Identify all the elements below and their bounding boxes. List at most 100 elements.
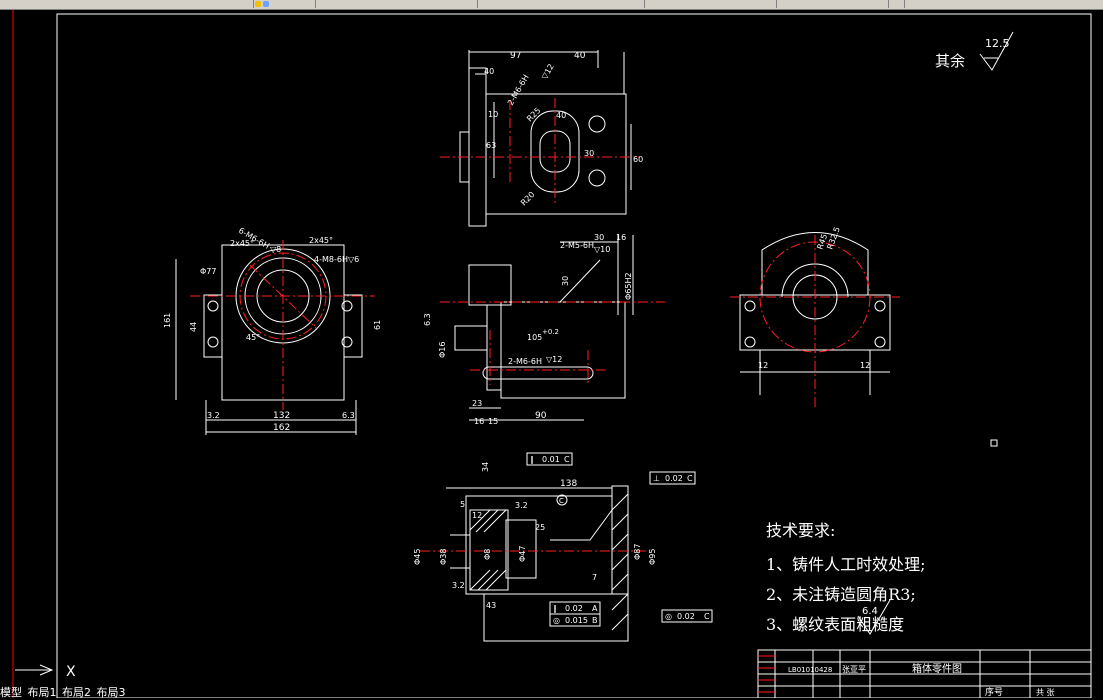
layout-tabs: 模型 布局1 布局2 布局3 (0, 684, 300, 699)
tech-roughness-value: 6.4 (862, 606, 878, 617)
right-view-centerlines (730, 235, 900, 410)
tolerance-frame: ◎ 0.015 B (549, 613, 601, 627)
side-view-centerlines (440, 301, 665, 385)
svg-text:∥: ∥ (553, 604, 557, 613)
section-dim: Φ87 (633, 544, 642, 560)
tech-roughness-symbol (857, 599, 891, 635)
tech-req-item: 1、铸件人工时效处理; (766, 555, 926, 574)
tech-req-item: 3、螺纹表面粗糙度 (766, 615, 904, 634)
side-dim: Φ16 (438, 342, 447, 358)
side-dim: 15 (488, 417, 498, 426)
section-dim: Φ45 (413, 549, 422, 565)
plotstyle-dropdown[interactable] (887, 0, 905, 8)
svg-text:◎: ◎ (553, 616, 560, 625)
svg-text:0.02: 0.02 (677, 612, 695, 621)
top-dim: 2-M6-6H (506, 73, 531, 107)
svg-text:C: C (564, 455, 570, 464)
front-dim: ▽6 (348, 255, 359, 264)
section-dim: 3.2 (515, 501, 528, 510)
svg-text:0.01: 0.01 (542, 455, 560, 464)
front-dim: 45° (246, 333, 260, 342)
side-dim: 2-M5-6H (560, 241, 594, 250)
svg-text:◎: ◎ (665, 612, 672, 621)
top-toolbar (0, 0, 1103, 10)
top-dim: 63 (486, 141, 496, 150)
side-dim: 2-M6-6H (508, 357, 542, 366)
top-dim: R25 (525, 106, 543, 124)
right-dim: R32.5 (825, 226, 841, 251)
top-view (459, 50, 632, 227)
side-dim: ▽12 (546, 355, 562, 364)
front-dim: 3.2 (207, 411, 220, 420)
section-dim: Φ47 (518, 546, 527, 562)
section-dim: Φ95 (648, 549, 657, 565)
tab-layout1[interactable]: 布局1 (27, 686, 57, 699)
section-hatching (469, 493, 629, 631)
top-dim: ▽12 (540, 62, 556, 81)
title-block (757, 649, 1092, 698)
color-dropdown[interactable] (476, 0, 645, 8)
tb-code: LB01010428 (788, 666, 832, 674)
tech-req-title: 技术要求: (766, 521, 835, 540)
side-view (454, 235, 634, 421)
side-dim: 90 (535, 411, 547, 421)
layer-dropdown[interactable] (314, 0, 478, 8)
svg-text:0.02: 0.02 (665, 474, 683, 483)
tolerance-frame: ⊥ 0.02 C (649, 471, 696, 485)
title-block-redlines (758, 655, 775, 693)
linetype-dropdown[interactable] (643, 0, 777, 8)
tolerance-frame: ◎ 0.02 C (661, 609, 713, 623)
side-dim: 16 (474, 417, 484, 426)
svg-text:0.02: 0.02 (565, 604, 583, 613)
top-dim: 40 (484, 67, 494, 76)
datum-circle (556, 494, 568, 506)
roughness-symbol (979, 31, 1014, 71)
front-view-centerlines (190, 240, 375, 410)
tab-layout3[interactable]: 布局3 (96, 686, 126, 699)
tolerance-frame: ∥ 0.02 A (549, 601, 601, 615)
ucs-x-label: X (66, 664, 76, 680)
side-dim: ▽10 (594, 245, 610, 254)
svg-text:B: B (592, 616, 598, 625)
grip-box[interactable] (990, 439, 998, 447)
right-dim: 12 (860, 361, 870, 370)
top-dim: 30 (584, 149, 594, 158)
lineweight-dropdown[interactable] (775, 0, 889, 8)
section-dim: 12 (472, 511, 482, 520)
front-dim: Φ77 (200, 267, 216, 276)
section-dim: Φ8 (483, 549, 492, 560)
tb-serial: 序号 (985, 686, 1003, 698)
drawing-canvas[interactable]: 其余 12.5 97 40 40 10 2-M6-6H ▽12 R25 40 6… (0, 10, 1103, 698)
side-dim: 6.3 (423, 313, 432, 326)
side-dim: 30 (561, 276, 570, 286)
ucs-icon (15, 664, 54, 676)
svg-text:C: C (704, 612, 710, 621)
roughness-rest-value: 12.5 (985, 37, 1010, 50)
section-dim: 25 (535, 523, 545, 532)
front-dim: 132 (273, 411, 290, 421)
tab-layout2[interactable]: 布局2 (62, 686, 91, 699)
section-dim: 5 (460, 500, 465, 509)
toolbar-icons[interactable] (252, 0, 316, 8)
front-dim: 6.3 (342, 411, 355, 420)
side-dim: 23 (472, 399, 482, 408)
section-dim: 7 (592, 573, 597, 582)
svg-text:⊥: ⊥ (653, 474, 660, 483)
top-dim: 60 (633, 155, 643, 164)
svg-text:A: A (592, 604, 598, 613)
front-dim: 61 (373, 320, 382, 330)
top-dim: 97 (510, 51, 521, 61)
tb-designer: 张亚平 (842, 665, 866, 674)
side-dim: Φ65H2 (624, 272, 633, 300)
top-dim: 10 (488, 110, 498, 119)
toolbar-icon[interactable] (255, 1, 261, 7)
front-dim: 44 (189, 322, 198, 332)
top-dim: R20 (519, 190, 537, 208)
border-frame (56, 13, 1092, 698)
section-dim: 3.2 (452, 581, 465, 590)
cad-drawing[interactable]: 其余 12.5 97 40 40 10 2-M6-6H ▽12 R25 40 6… (0, 10, 1103, 698)
toolbar-icon[interactable] (263, 1, 270, 7)
tab-model[interactable]: 模型 (0, 686, 22, 699)
datum-label: C (559, 497, 564, 505)
toolbar-segment[interactable] (0, 0, 254, 8)
